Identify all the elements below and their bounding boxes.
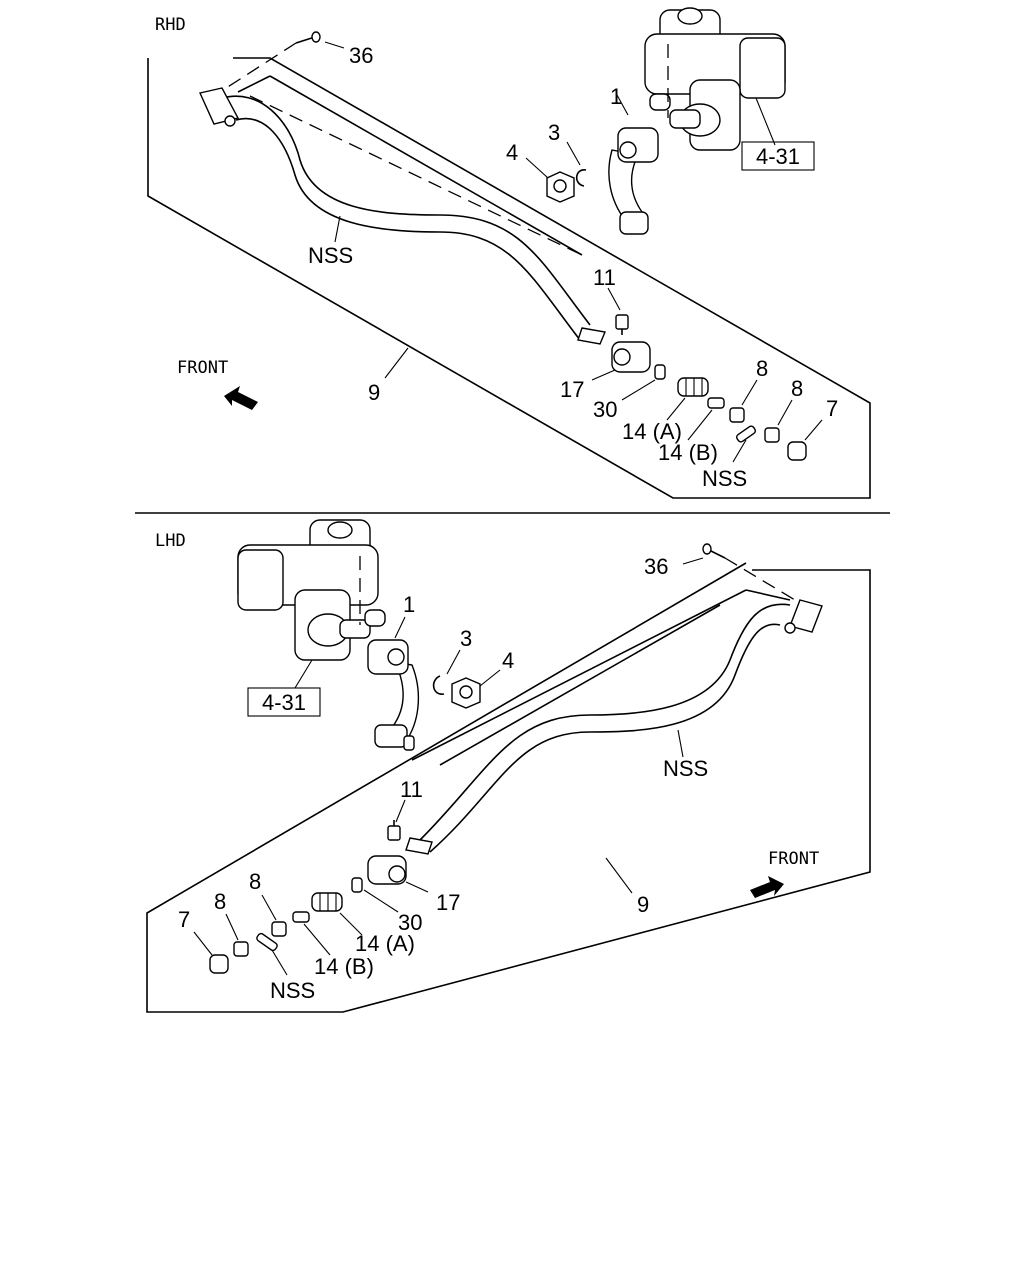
rhd-plug-8a [729, 379, 758, 423]
rhd-nss-stud [732, 425, 757, 463]
rhd-seat-30 [621, 364, 666, 401]
rhd-label-nss-stud: NSS [702, 466, 747, 491]
lhd-spring-14b [292, 911, 331, 956]
rhd-label-nss-bar: NSS [308, 243, 353, 268]
rhd-label-8a: 8 [756, 356, 768, 381]
lhd-bolt-36 [682, 543, 801, 604]
lhd-pitman-arm [367, 616, 420, 751]
lhd-label-11: 11 [400, 777, 423, 802]
rhd-rod-leader [384, 347, 409, 379]
lhd-ref-4-31: 4-31 [247, 687, 321, 717]
rhd-label-4: 4 [506, 140, 518, 165]
lhd-washer-3 [432, 649, 461, 695]
rhd-label-3: 3 [548, 120, 560, 145]
rhd-front-label: FRONT [177, 358, 228, 378]
lhd-nss-stud [256, 932, 288, 976]
lhd-label-8a: 8 [249, 869, 261, 894]
rhd-header: RHD [155, 15, 186, 35]
rhd-spring-14b [687, 397, 725, 441]
rhd-bolt-36 [219, 31, 345, 93]
lhd-label-17: 17 [436, 890, 460, 915]
lhd-cap-7 [193, 931, 229, 974]
lhd-label-30: 30 [398, 910, 422, 935]
lhd-panel: LHD [146, 519, 871, 1013]
rhd-boundary [147, 57, 871, 499]
rhd-label-7: 7 [826, 396, 838, 421]
lhd-label-7: 7 [178, 907, 190, 932]
lhd-label-1: 1 [403, 592, 415, 617]
rhd-drag-link-rod [199, 75, 606, 345]
lhd-fitting-11 [387, 799, 406, 841]
lhd-steering-gear [237, 519, 386, 689]
svg-text:4-31: 4-31 [262, 690, 306, 715]
rhd-label-1: 1 [610, 84, 622, 109]
lhd-label-9: 9 [637, 892, 649, 917]
rhd-label-9: 9 [368, 380, 380, 405]
lhd-drag-link-rod [405, 589, 823, 855]
rhd-label-8b: 8 [791, 376, 803, 401]
rhd-pitman-arm [608, 94, 659, 235]
lhd-label-14b: 14 (B) [314, 954, 374, 979]
rhd-plug-8b [764, 399, 793, 443]
rhd-label-11: 11 [593, 265, 616, 290]
rhd-spring-14a [666, 377, 709, 421]
rhd-ref-4-31: 4-31 [741, 141, 815, 171]
rhd-label-14b: 14 (B) [658, 440, 718, 465]
rhd-front-arrow-icon [224, 386, 258, 410]
lhd-front-arrow-icon [750, 876, 784, 898]
lhd-plug-8b [225, 913, 249, 957]
lhd-nut-4 [451, 669, 501, 709]
lhd-label-36: 36 [644, 554, 668, 579]
rhd-label-14a: 14 (A) [622, 419, 682, 444]
rhd-nss-bar-leader [334, 215, 341, 243]
lhd-seat-30 [351, 877, 399, 913]
lhd-boundary [146, 562, 871, 1013]
lhd-rod-leader [605, 857, 633, 894]
lhd-label-nss-stud: NSS [270, 978, 315, 1003]
rhd-steering-gear [644, 7, 786, 151]
rhd-label-30: 30 [593, 397, 617, 422]
svg-text:4-31: 4-31 [756, 144, 800, 169]
rhd-cap-7 [787, 419, 823, 461]
lhd-plug-8a [261, 894, 287, 937]
rhd-washer-3 [566, 141, 587, 187]
lhd-socket-end-17 [367, 855, 429, 893]
rhd-fitting-11 [607, 287, 629, 335]
lhd-nss-bar-leader [677, 729, 684, 758]
rhd-label-17: 17 [560, 377, 584, 402]
lhd-label-3: 3 [460, 626, 472, 651]
lhd-label-4: 4 [502, 648, 514, 673]
rhd-nut-4 [525, 157, 575, 203]
rhd-label-36: 36 [349, 43, 373, 68]
lhd-label-8b: 8 [214, 889, 226, 914]
lhd-label-14a: 14 (A) [355, 931, 415, 956]
lhd-header: LHD [155, 531, 186, 551]
lhd-front-label: FRONT [768, 849, 819, 869]
lhd-label-nss-bar: NSS [663, 756, 708, 781]
lhd-spring-14a [311, 892, 363, 936]
rhd-panel: RHD [147, 7, 871, 499]
rhd-socket-end-17 [591, 341, 651, 381]
